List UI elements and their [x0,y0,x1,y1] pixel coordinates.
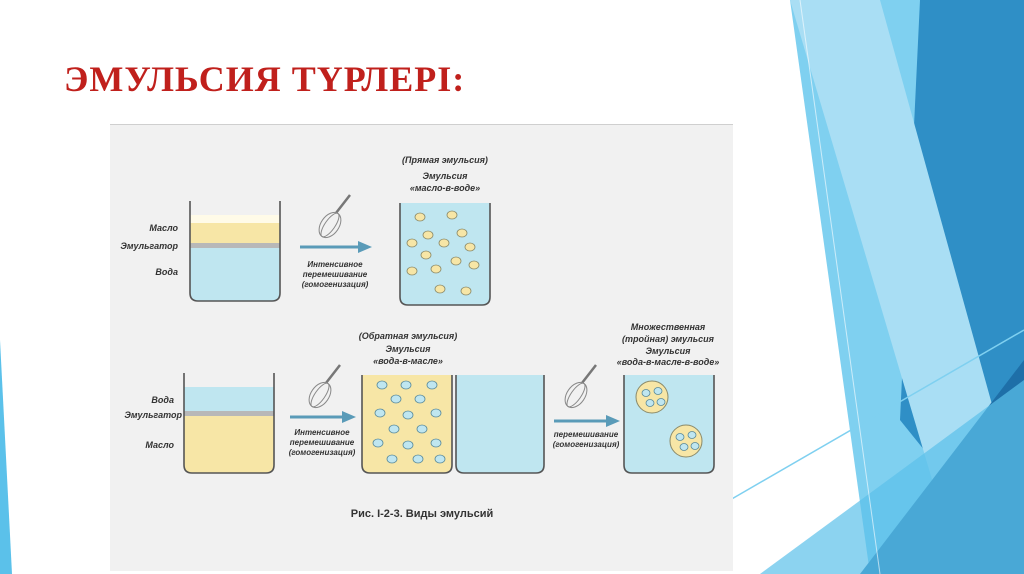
emulsion-figure: Масло Эмульгатор Вода Интенсивное переме… [110,124,733,571]
whisk-icon [318,194,351,239]
process2-line-2: (гомогенизация) [553,440,620,449]
process-line-1: Интенсивное [307,260,363,269]
water-layer [184,387,274,411]
label-oil-bottom: Масло [145,440,174,450]
water-layer [190,248,280,301]
label-oil: Масло [149,223,178,233]
oil-layer [184,416,274,473]
emulsifier-layer [190,243,280,248]
oil-in-water-beaker [399,203,491,306]
bottom-layered-beaker [183,373,275,474]
result2-title-3: Эмульсия [646,346,692,356]
water-beaker [455,375,545,474]
result2-title-2: (тройная) эмульсия [622,334,715,344]
label-emulsifier: Эмульгатор [120,241,178,251]
arrow-icon [554,415,620,427]
result2-title-4: «вода-в-масле-в-воде» [617,357,720,367]
process-line-2: перемешивание [303,270,368,279]
multiple-emulsion-beaker [623,375,715,474]
water-in-oil-beaker [361,375,453,474]
result-title-3: «масло-в-воде» [410,183,480,193]
arrow-icon [290,411,356,423]
result1-title-3: «вода-в-масле» [373,356,443,366]
label-water: Вода [155,267,178,277]
process1-line-1: Интенсивное [294,428,350,437]
emulsion-diagram: Масло Эмульгатор Вода Интенсивное переме… [120,155,720,520]
top-layered-beaker [189,201,281,302]
result1-title-2: Эмульсия [386,344,432,354]
slide-title: ЭМУЛЬСИЯ ТҮРЛЕРІ: [64,59,466,99]
arrow-icon [300,241,372,253]
whisk-icon [564,364,597,409]
figure-caption: Рис. I-2-3. Виды эмульсий [351,508,493,520]
process1-line-2: перемешивание [290,438,355,447]
result-title-2: Эмульсия [423,171,469,181]
whisk-icon [308,364,341,409]
process-line-3: (гомогенизация) [302,280,369,289]
emulsifier-layer [184,411,274,416]
process2-line-1: перемешивание [554,430,619,439]
result1-title-1: (Обратная эмульсия) [359,331,457,341]
label-water-bottom: Вода [151,395,174,405]
oil-layer [190,223,280,243]
result2-title-1: Множественная [631,322,706,332]
process1-line-3: (гомогенизация) [289,448,356,457]
result-title-1: (Прямая эмульсия) [402,155,488,165]
label-emulsifier-bottom: Эмульгатор [124,410,182,420]
